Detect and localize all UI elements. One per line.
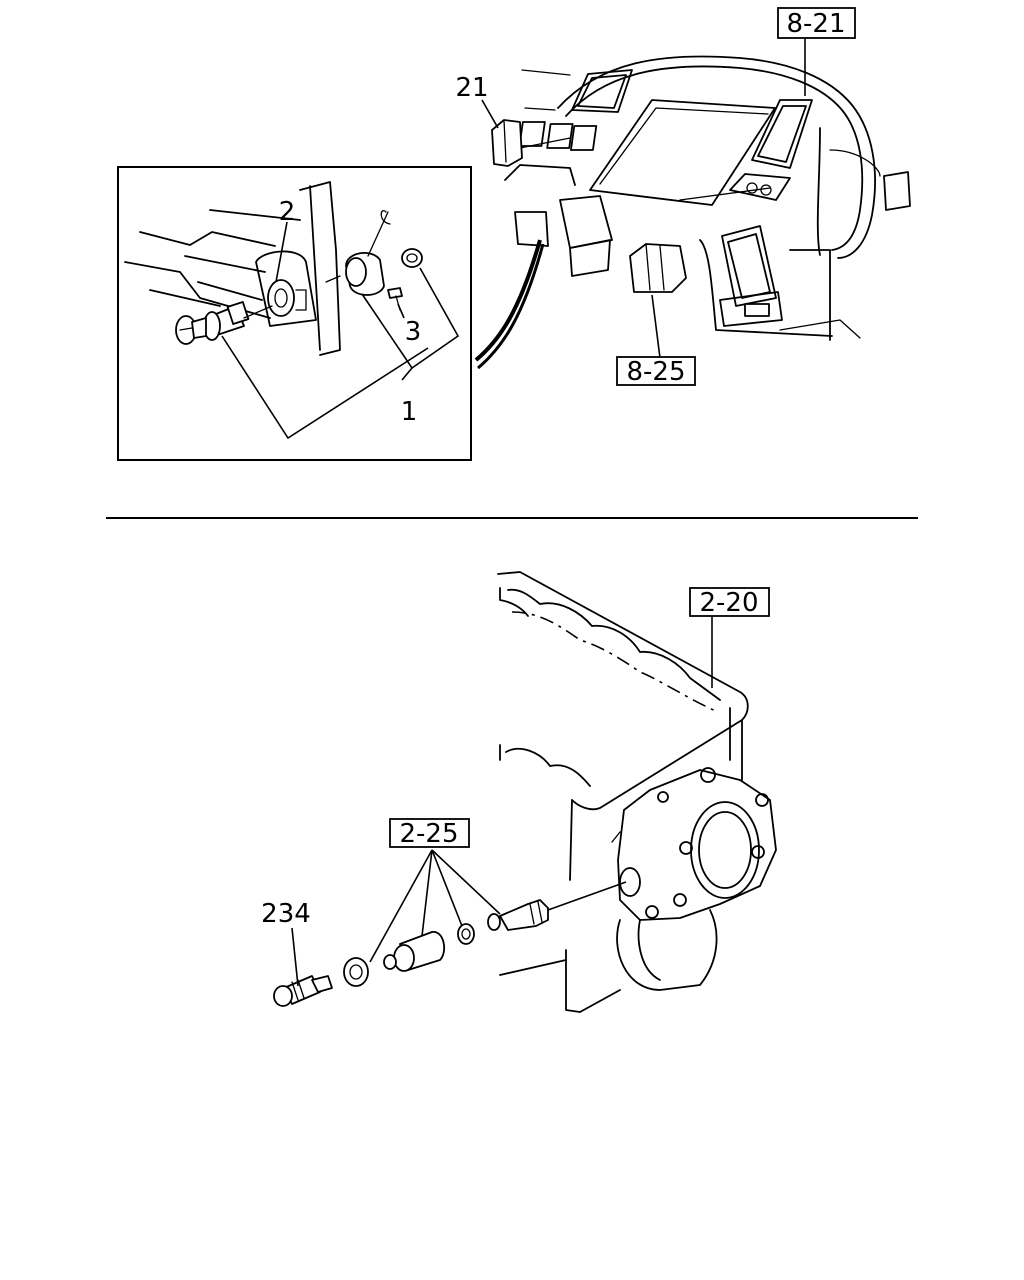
callout-box-2-25	[389, 818, 470, 848]
leader-8-25	[651, 294, 661, 359]
inset-drawing	[124, 181, 423, 356]
callout-box-8-25	[616, 356, 696, 386]
leader-234	[291, 927, 299, 987]
callout-2: 2	[279, 197, 296, 227]
inset-frame	[117, 166, 472, 461]
inset-connector	[474, 239, 542, 362]
callout-box-2-20	[689, 587, 770, 617]
leader-2-25-a	[369, 849, 433, 963]
callout-2-25: 2-25	[399, 819, 458, 849]
callout-3: 3	[405, 317, 422, 347]
callout-8-21: 8-21	[786, 9, 845, 39]
instrument-panel-drawing	[491, 55, 911, 341]
callout-21: 21	[455, 73, 488, 103]
callout-box-8-21	[777, 7, 856, 39]
callout-1: 1	[401, 397, 418, 427]
callout-2-20: 2-20	[699, 588, 758, 618]
callout-8-25: 8-25	[626, 357, 685, 387]
callout-234: 234	[261, 899, 311, 929]
leader-21	[481, 99, 499, 129]
transmission-drawing	[273, 571, 777, 1013]
